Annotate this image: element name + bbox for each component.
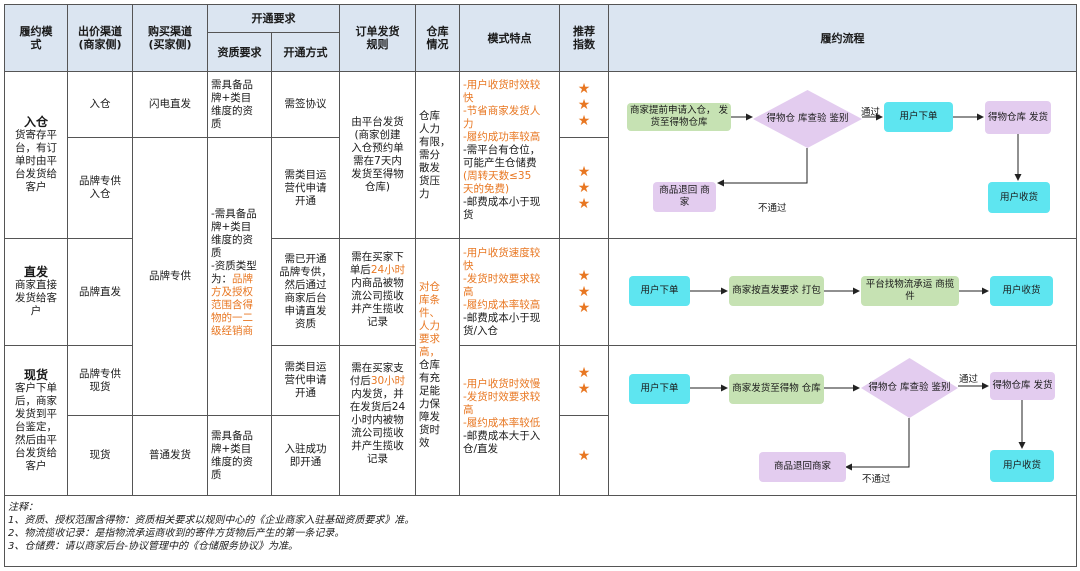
- qualification-r2-text: -需具备品 牌+类目 维度的资 质 -资质类型 为：: [211, 208, 257, 285]
- header-outbound: 出价渠道 (商家侧): [68, 5, 133, 72]
- note-2: 2、物流揽收记录：是指物流承运商收到的寄件方货物后产生的第一条记录。: [8, 528, 345, 539]
- features-r1-c: -邮费成本小于现 货: [463, 196, 541, 221]
- features-r3: -用户收货速度较 快 -发货时效要求较 高 -履约成本率较高 -邮费成本小于现 …: [460, 239, 560, 346]
- purchase-r5: 普通发货: [133, 416, 208, 496]
- mode-zhifa-desc: 商家直接 发货给客 户: [15, 279, 57, 317]
- mode-zhifa-title: 直发: [23, 265, 48, 279]
- purchase-r1: 闪电直发: [133, 72, 208, 138]
- mode-xianhuo: 现货 客户下单 后，商家 发货到平 台鉴定， 然后由平 台发货给 客户: [5, 346, 68, 496]
- features-r1-highlight2: (周转天数≤35 天的免费): [463, 170, 532, 195]
- mode-ruc-title: 入仓: [23, 115, 48, 129]
- flow1-user-receive: 用户收货: [988, 182, 1050, 213]
- mode-xianhuo-desc: 客户下单 后，商家 发货到平 台鉴定， 然后由平 台发货给 客户: [15, 381, 57, 472]
- warehouse-r3-b: 仓库 有充 足能 力保 障发 货时 效: [419, 359, 440, 449]
- flow2-user-receive: 用户收货: [990, 276, 1053, 306]
- flow1-return-merchant: 商品退回 商家: [653, 182, 716, 212]
- stars-r4: ★ ★: [560, 346, 609, 416]
- flow3-fail-label: 不通过: [862, 474, 891, 485]
- flow1-user-order: 用户下单: [884, 102, 953, 132]
- flow1-inspection-diamond: 得物仓 库查验 鉴别: [753, 90, 862, 148]
- features-r3-highlight: -用户收货速度较 快 -发货时效要求较 高 -履约成本率较高: [463, 247, 541, 311]
- flow3-merchant-send: 商家发货至得物 仓库: [729, 374, 824, 404]
- stars-r1: ★ ★ ★: [560, 72, 609, 138]
- flow3-user-receive: 用户收货: [990, 450, 1054, 482]
- stars-r3: ★ ★ ★: [560, 239, 609, 346]
- features-r4-highlight: -用户收货时效慢 -发货时效要求较 高 -履约成本率较低: [463, 378, 541, 429]
- flow-cell-zhifa: [609, 239, 1077, 346]
- header-qualification: 资质要求: [208, 33, 272, 72]
- features-r4-b: -邮费成本大于入 仓/直发: [463, 430, 541, 455]
- header-purchase: 购买渠道 (买家侧): [133, 5, 208, 72]
- shipping-r4: 需在买家支 付后30小时 内发货，并 在发货后24 小时内被物 流公司揽收 并产…: [340, 346, 416, 496]
- outbound-r3: 品牌直发: [68, 239, 133, 346]
- flow2-user-order: 用户下单: [629, 276, 690, 306]
- mode-zhifa: 直发 商家直接 发货给客 户: [5, 239, 68, 346]
- shipping-r4-b: 内发货，并 在发货后24 小时内被物 流公司揽收 并产生揽收 记录: [349, 388, 406, 465]
- flow2-platform-pickup: 平台找物流承运 商揽件: [861, 276, 959, 306]
- features-r3-b: -邮费成本小于现 货/入仓: [463, 312, 541, 337]
- flow3-inspection-label: 得物仓 库查验 鉴别: [868, 382, 951, 393]
- qualification-r5: 需具备品 牌+类目 维度的资 质: [208, 416, 272, 496]
- header-open-req: 开通要求: [208, 5, 340, 33]
- outbound-r2: 品牌专供 入仓: [68, 138, 133, 239]
- features-r1: -用户收货时效较 快 -节省商家发货人 力 -履约成功率较高 -需平台有仓位， …: [460, 72, 560, 239]
- flow1-inspection-label: 得物仓 库查验 鉴别: [766, 113, 849, 124]
- mode-ruc-desc: 货寄存平 台，有订 单时由平 台发货给 客户: [15, 129, 57, 193]
- shipping-r3: 需在买家下 单后24小时 内商品被物 流公司揽收 并产生揽收 记录: [340, 239, 416, 346]
- flow3-warehouse-ship: 得物仓库 发货: [990, 372, 1055, 400]
- qualification-r2: -需具备品 牌+类目 维度的资 质 -资质类型 为：品牌 方及授权 范围含得 物…: [208, 138, 272, 416]
- shipping-r4-highlight: 30小时: [370, 375, 406, 387]
- open-method-r3: 需已开通 品牌专供， 然后通过 商家后台 申请直发 资质: [272, 239, 340, 346]
- header-shipping-rule: 订单发货 规则: [340, 5, 416, 72]
- flow3-return-merchant: 商品退回商家: [759, 452, 846, 482]
- flow3-user-order: 用户下单: [629, 374, 690, 404]
- notes: 注释： 1、资质、授权范围含得物：资质相关要求以规则中心的《企业商家入驻基础资质…: [8, 501, 1068, 553]
- header-mode: 履约模 式: [5, 5, 68, 72]
- header-open-method: 开通方式: [272, 33, 340, 72]
- warehouse-r3-highlight: 对仓 库条 件、 人力 要求 高，: [419, 281, 440, 358]
- stars-r5: ★: [560, 416, 609, 496]
- open-method-r2: 需类目运 营代申请 开通: [272, 138, 340, 239]
- warehouse-r3: 对仓 库条 件、 人力 要求 高， 仓库 有充 足能 力保 障发 货时 效: [416, 239, 460, 496]
- flow-cell-xianhuo: [609, 346, 1077, 496]
- features-r1-b: -需平台有仓位， 可能产生仓储费: [463, 144, 541, 169]
- header-recommend: 推荐 指数: [560, 5, 609, 72]
- mode-ruc: 入仓 货寄存平 台，有订 单时由平 台发货给 客户: [5, 72, 68, 239]
- flow1-warehouse-ship: 得物仓库 发货: [985, 101, 1051, 134]
- flow1-fail-label: 不通过: [758, 203, 787, 214]
- shipping-r3-b: 内商品被物 流公司揽收 并产生揽收 记录: [351, 277, 404, 328]
- outbound-r1: 入仓: [68, 72, 133, 138]
- flow3-pass-label: 通过: [959, 374, 979, 385]
- open-method-r1: 需签协议: [272, 72, 340, 138]
- features-r4: -用户收货时效慢 -发货时效要求较 高 -履约成本率较低 -邮费成本大于入 仓/…: [460, 346, 560, 496]
- stars-r2: ★ ★ ★: [560, 138, 609, 239]
- flow1-pass-label: 通过: [861, 107, 881, 118]
- open-method-r5: 入驻成功 即开通: [272, 416, 340, 496]
- purchase-r2: 品牌专供: [133, 138, 208, 416]
- mode-xianhuo-title: 现货: [23, 367, 48, 382]
- qualification-r1: 需具备品 牌+类目 维度的资 质: [208, 72, 272, 138]
- outbound-r4: 品牌专供 现货: [68, 346, 133, 416]
- shipping-r3-a: 需在买家下 单后: [349, 251, 404, 276]
- warehouse-r1: 仓库 人力 有限， 需分 散发 货压 力: [416, 72, 460, 239]
- note-3: 3、仓储费：请以商家后台-协议管理中的《仓储服务协议》为准。: [8, 541, 298, 552]
- header-warehouse: 仓库 情况: [416, 5, 460, 72]
- header-features: 模式特点: [460, 5, 560, 72]
- flow3-inspection-diamond: 得物仓 库查验 鉴别: [861, 358, 958, 418]
- header-flow: 履约流程: [609, 5, 1077, 72]
- shipping-r3-highlight: 24小时: [370, 264, 406, 276]
- open-method-r4: 需类目运 营代申请 开通: [272, 346, 340, 416]
- features-r1-highlight: -用户收货时效较 快 -节省商家发货人 力 -履约成功率较高: [463, 79, 541, 143]
- note-1: 1、资质、授权范围含得物：资质相关要求以规则中心的《企业商家入驻基础资质要求》准…: [8, 515, 415, 526]
- flow-cell-ruc: [609, 72, 1077, 239]
- flow2-merchant-pack: 商家按直发要求 打包: [729, 276, 824, 306]
- shipping-r1: 由平台发货 (商家创建 入仓预约单 需在7天内 发货至得物 仓库): [340, 72, 416, 239]
- shipping-r4-a: 需在买家支 付后: [349, 362, 404, 387]
- flow1-apply-inbound: 商家提前申请入仓， 发货至得物仓库: [627, 103, 731, 131]
- notes-title: 注释：: [8, 502, 38, 513]
- qualification-r2-highlight: 品牌 方及授权 范围含得 物的一二 级经销商: [211, 273, 253, 337]
- outbound-r5: 现货: [68, 416, 133, 496]
